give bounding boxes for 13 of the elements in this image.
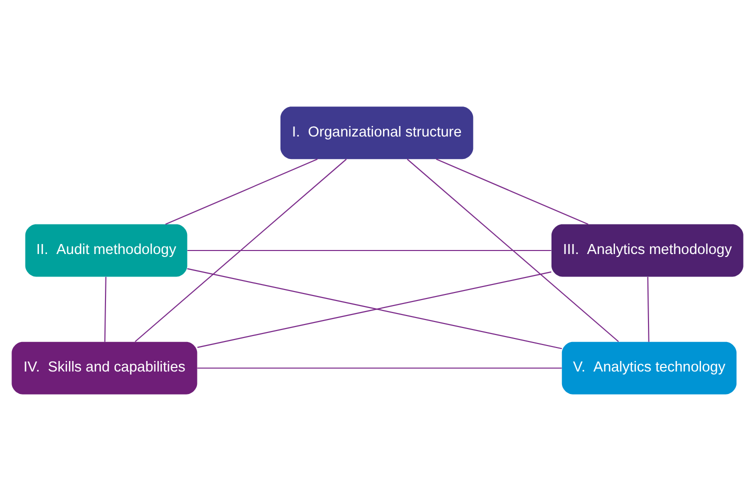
connector — [165, 158, 318, 225]
node-box: V. Analytics technology — [562, 342, 737, 394]
connector — [647, 276, 650, 342]
node-box: IV. Skills and capabilities — [12, 342, 198, 394]
node-box: III. Analytics methodology — [551, 224, 744, 277]
node-box: II. Audit methodology — [25, 224, 188, 277]
connector — [104, 276, 106, 342]
connector — [436, 158, 588, 225]
connector — [187, 250, 552, 252]
connector — [406, 158, 619, 342]
node-box: I. Organizational structure — [280, 106, 474, 160]
connector — [134, 158, 347, 342]
connector — [197, 368, 562, 369]
